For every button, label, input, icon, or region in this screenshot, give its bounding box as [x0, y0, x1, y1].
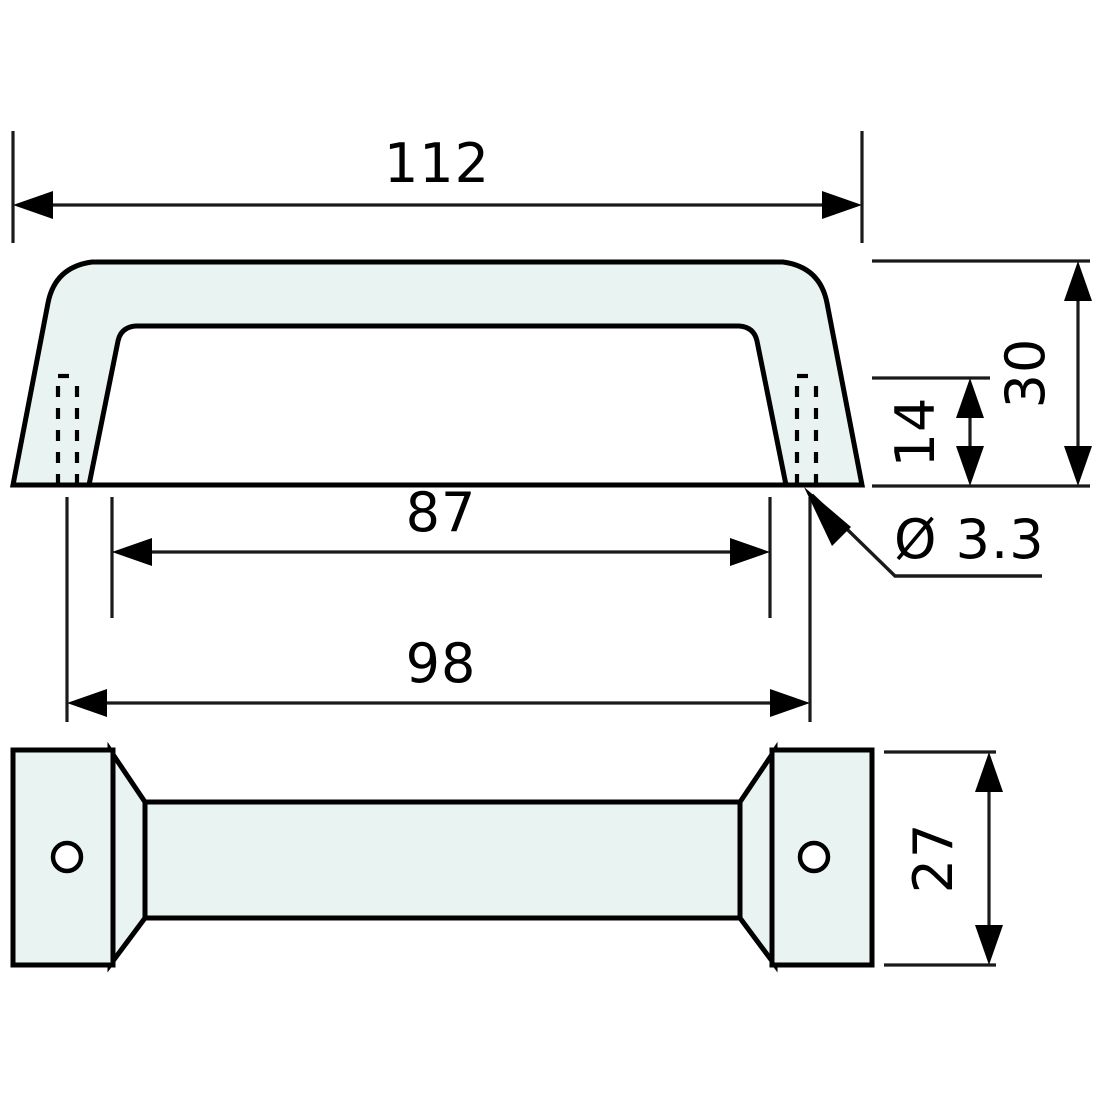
- arrow-right-87: [730, 538, 770, 566]
- arrow-bottom-30: [1064, 446, 1092, 486]
- dimension-foot-width-27: 27: [884, 750, 1003, 967]
- arrow-right-98: [770, 689, 810, 717]
- arrow-left-112: [13, 191, 53, 219]
- arrow-top-30: [1064, 261, 1092, 301]
- dim-value-87: 87: [406, 481, 477, 544]
- arrow-top-14: [956, 378, 984, 418]
- dim-value-30: 30: [994, 338, 1057, 409]
- dimension-hole-spacing-87: 87: [110, 481, 772, 618]
- dim-value-112: 112: [384, 132, 490, 195]
- plan-right-foot: [769, 747, 875, 968]
- right-leg-hidden-hole: [794, 373, 819, 485]
- left-leg-hidden-hole: [55, 373, 80, 485]
- dim-value-27: 27: [902, 823, 965, 894]
- top-plan-view: [10, 741, 875, 973]
- handle-inner-opening: [86, 323, 789, 488]
- plan-centre-bar: [107, 799, 778, 921]
- dim-value-14: 14: [884, 397, 947, 468]
- arrow-bottom-27: [975, 925, 1003, 965]
- arrow-bottom-14: [956, 446, 984, 486]
- dimension-foot-span-98: 98: [65, 497, 812, 722]
- dim-value-98: 98: [406, 632, 477, 695]
- arrow-leader-diameter: [804, 487, 851, 546]
- arrow-left-98: [67, 689, 107, 717]
- dimension-overall-height-30: 30: [872, 259, 1092, 488]
- arrow-right-112: [822, 191, 862, 219]
- arrow-top-27: [975, 752, 1003, 792]
- plan-left-mounting-hole: [50, 840, 84, 874]
- dimension-overall-length-112: 112: [11, 131, 864, 243]
- dimension-hole-diameter-leader: Ø 3.3: [804, 487, 1045, 578]
- arrow-left-87: [112, 538, 152, 566]
- dim-value-diameter: Ø 3.3: [894, 508, 1045, 571]
- side-elevation-view: [9, 259, 866, 488]
- dimension-leg-height-14: 14: [872, 376, 990, 486]
- plan-right-mounting-hole: [797, 840, 831, 874]
